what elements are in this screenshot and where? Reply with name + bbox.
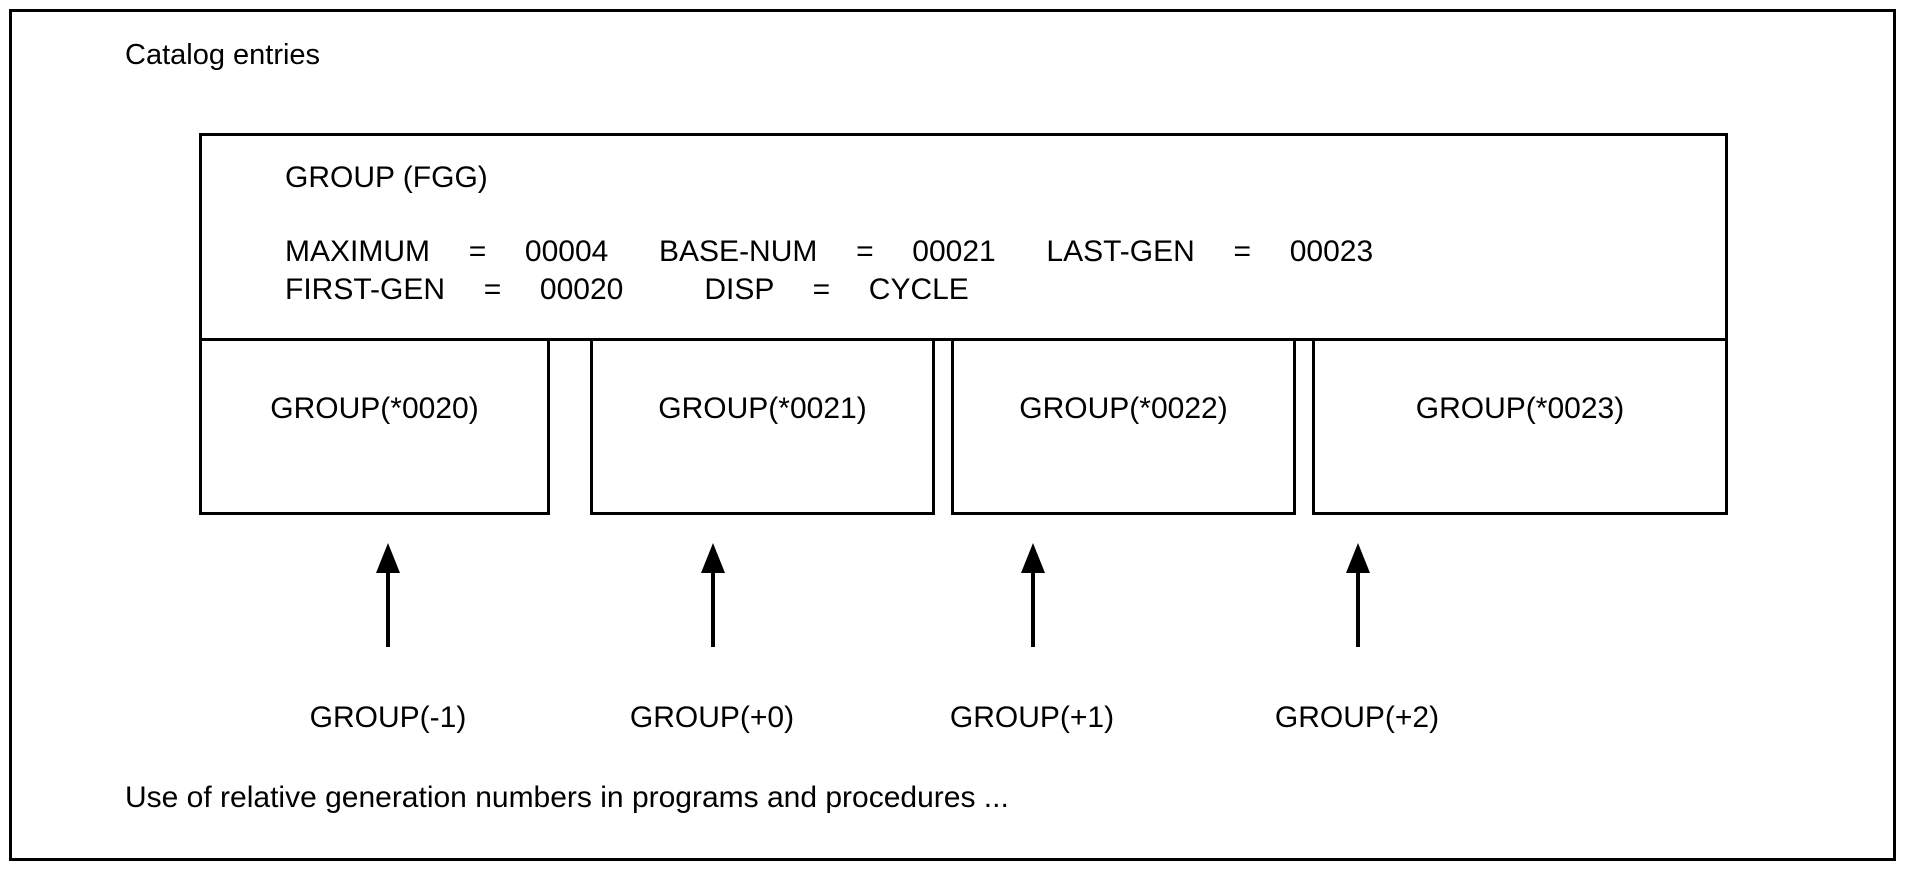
generation-box-0021: GROUP(*0021): [590, 338, 935, 515]
catalog-entry-box: GROUP (FGG) MAXIMUM = 00004 BASE-NUM = 0…: [199, 133, 1728, 341]
up-arrow-icon-2: [1020, 543, 1046, 647]
catalog-entries-label: Catalog entries: [125, 39, 321, 71]
generation-box-label: GROUP(*0023): [1415, 392, 1625, 425]
generation-box-label: GROUP(*0022): [1019, 392, 1228, 425]
generation-box-0020: GROUP(*0020): [199, 338, 550, 515]
attr-disp-key: DISP: [704, 273, 774, 306]
attributes-line-1: MAXIMUM = 00004 BASE-NUM = 00021 LAST-GE…: [285, 234, 1373, 270]
generation-box-0023: GROUP(*0023): [1312, 338, 1728, 515]
attr-base-num-key: BASE-NUM: [659, 235, 818, 268]
generation-box-0022: GROUP(*0022): [951, 338, 1296, 515]
attr-disp-value: CYCLE: [868, 273, 969, 306]
attr-last-gen-value: 00023: [1289, 235, 1374, 268]
group-title: GROUP (FGG): [285, 161, 488, 194]
up-arrow-icon-1: [700, 543, 726, 647]
attr-first-gen-value: 00020: [539, 273, 624, 306]
figure-caption: Use of relative generation numbers in pr…: [125, 781, 1009, 814]
generation-boxes-row: GROUP(*0020) GROUP(*0021) GROUP(*0022) G…: [199, 338, 1728, 515]
relative-generation-label-2: GROUP(+1): [949, 701, 1115, 734]
relative-generation-label-1: GROUP(+0): [629, 701, 795, 734]
attr-disp-eq: =: [812, 273, 831, 306]
generation-box-label: GROUP(*0020): [270, 392, 479, 425]
generation-box-label: GROUP(*0021): [658, 392, 867, 425]
attr-base-num-eq: =: [856, 235, 874, 268]
generation-group-diagram: GROUP (FGG) MAXIMUM = 00004 BASE-NUM = 0…: [199, 133, 1728, 515]
attr-first-gen-key: FIRST-GEN: [285, 273, 446, 306]
attr-maximum-value: 00004: [524, 235, 609, 268]
up-arrow-icon-3: [1345, 543, 1371, 647]
attr-last-gen-key: LAST-GEN: [1046, 235, 1195, 268]
attr-first-gen-eq: =: [483, 273, 502, 306]
up-arrow-icon-0: [375, 543, 401, 647]
relative-generation-label-3: GROUP(+2): [1274, 701, 1440, 734]
attributes-line-2: FIRST-GEN = 00020 DISP = CYCLE: [285, 272, 969, 308]
attr-maximum-key: MAXIMUM: [285, 235, 430, 268]
attr-maximum-eq: =: [468, 235, 487, 268]
attr-last-gen-eq: =: [1233, 235, 1252, 268]
figure-outer-border: [9, 9, 1896, 861]
relative-generation-label-0: GROUP(-1): [309, 701, 467, 734]
attr-base-num-value: 00021: [912, 235, 996, 268]
